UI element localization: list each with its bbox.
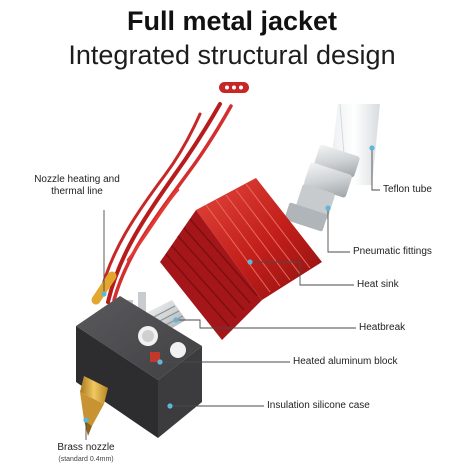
label-brass-nozzle: Brass nozzle (standard 0.4mm) bbox=[36, 442, 136, 466]
separator-dots bbox=[219, 82, 249, 93]
page-title: Full metal jacket bbox=[126, 6, 338, 36]
label-nozzle-heating-line1: Nozzle heating and bbox=[34, 174, 120, 185]
label-heatbreak: Heatbreak bbox=[359, 322, 406, 333]
label-pneumatic-fittings: Pneumatic fittings bbox=[353, 246, 432, 257]
label-brass-nozzle-title: Brass nozzle bbox=[57, 442, 115, 453]
label-nozzle-heating: Nozzle heating and thermal line bbox=[22, 174, 132, 198]
label-insulation-silicone-case: Insulation silicone case bbox=[267, 400, 370, 411]
label-nozzle-heating-line2: thermal line bbox=[51, 186, 103, 197]
silicone-case bbox=[76, 296, 202, 438]
label-brass-nozzle-note: (standard 0.4mm) bbox=[58, 456, 114, 463]
leader-lines bbox=[85, 148, 380, 440]
label-heat-sink: Heat sink bbox=[357, 279, 399, 290]
leader-dots bbox=[83, 145, 375, 423]
page-subtitle: Integrated structural design bbox=[68, 40, 396, 70]
heating-wires bbox=[91, 102, 233, 305]
label-teflon-tube: Teflon tube bbox=[383, 184, 432, 195]
pneumatic-fitting bbox=[284, 144, 360, 232]
heat-sink bbox=[160, 178, 322, 340]
label-heated-aluminum-block: Heated aluminum block bbox=[293, 356, 398, 367]
